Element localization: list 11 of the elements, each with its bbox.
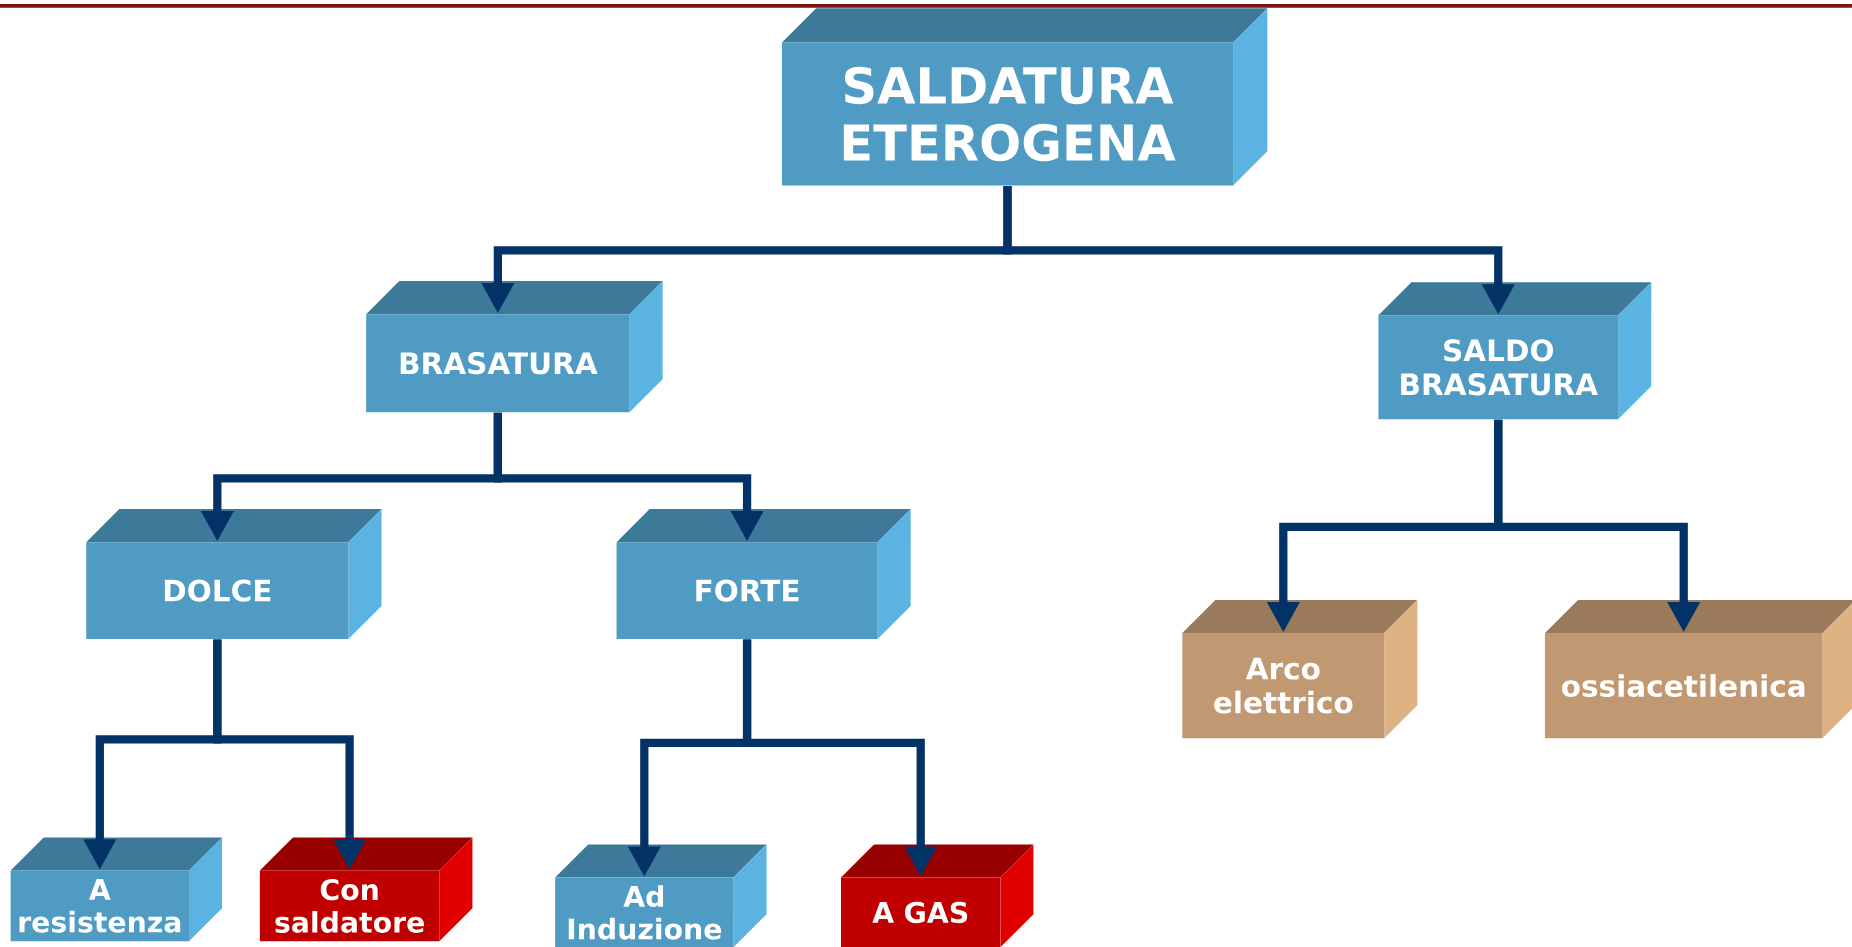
box: BRASATURA — [366, 281, 663, 413]
box: A resistenza — [10, 837, 223, 942]
box: FORTE — [616, 508, 911, 639]
box: A GAS — [840, 844, 1034, 947]
box: ossiacetilenica — [1544, 599, 1852, 739]
box: Ad Induzione — [555, 844, 767, 947]
box: DOLCE — [86, 508, 382, 639]
box: Con saldatore — [259, 837, 473, 942]
box: Arco elettrico — [1182, 599, 1418, 739]
box: SALDATURA ETEROGENA — [781, 8, 1268, 186]
box: SALDO BRASATURA — [1378, 282, 1652, 420]
